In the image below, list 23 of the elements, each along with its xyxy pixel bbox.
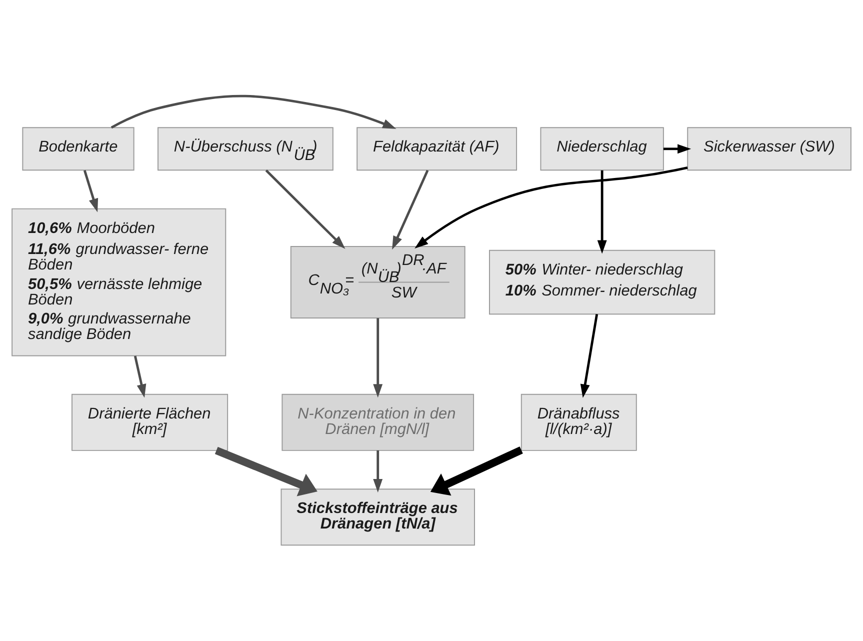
node-box: 10,6% Moorböden 11,6% grundwasser- ferne Böden 50,5% vernässte lehmige Böden 9,0% grundwassernahe sandige Böden [12, 208, 226, 356]
arrow [392, 170, 429, 250]
node-box: N-Konzentration in den Dränen [mgN/l] [282, 394, 474, 451]
arrow [110, 94, 396, 129]
arrow [597, 170, 607, 254]
node-box: Dränabfluss [l/(km²·a)] [520, 394, 637, 451]
arrow [414, 166, 688, 248]
arrow [580, 314, 598, 398]
node-box: 50% Winter- niederschlag 10% Sommer- niederschlag [489, 250, 716, 315]
node-box: Dränierte Flächen [km²] [72, 394, 228, 451]
node-box: Bodenkarte [22, 127, 134, 171]
arrow [265, 170, 346, 249]
arrow [214, 446, 318, 496]
node-box: Feldkapazität (AF) [356, 127, 518, 171]
node-box: Stickstoffeinträge aus Dränagen [tN/a] [280, 488, 475, 546]
arrow [134, 356, 146, 398]
node-box: Niederschlag [540, 127, 664, 171]
arrow [373, 318, 383, 398]
arrow [663, 144, 692, 154]
arrow [373, 450, 383, 492]
node-box: Sickerwasser (SW) [687, 127, 852, 171]
arrow [83, 170, 98, 212]
arrow [430, 446, 523, 496]
